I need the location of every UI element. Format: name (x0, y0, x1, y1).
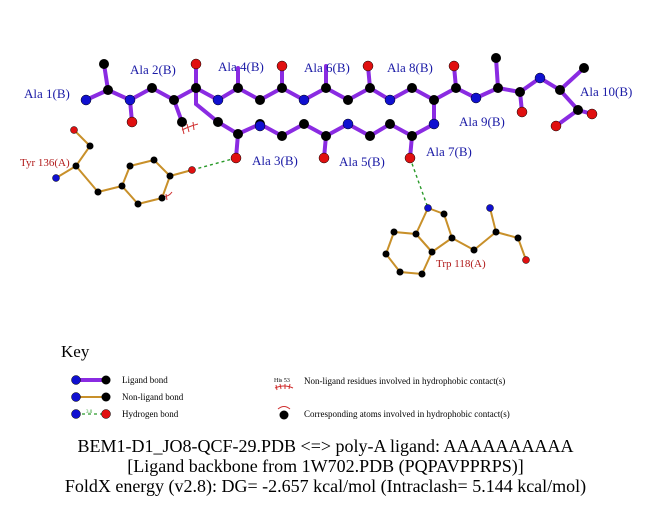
key-hydrophobic-residue-name: His 53 (274, 378, 290, 384)
label-ala9: Ala 9(B) (459, 114, 505, 129)
label-ala8: Ala 8(B) (387, 60, 433, 75)
label-ala10: Ala 10(B) (580, 84, 633, 99)
carbon-atoms (99, 53, 589, 141)
label-ala7: Ala 7(B) (426, 144, 472, 159)
hbond-ala3-tyr136 (191, 157, 237, 171)
caption-line2: [Ligand backbone from 1W702.PDB (PQPAVPP… (127, 456, 524, 476)
oxygen-atoms (70, 58, 598, 264)
key-ligand-bond-label: Ligand bond (122, 375, 168, 385)
hbond-ala7-trp118 (409, 157, 429, 209)
small-carbon-atoms (72, 142, 522, 278)
key-hydrogen-bond-label: Hydrogen bond (122, 409, 179, 419)
label-ala3: Ala 3(B) (252, 153, 298, 168)
key-hydrophobic-residue-label: Non-ligand residues involved in hydropho… (304, 376, 506, 386)
label-ala5: Ala 5(B) (339, 154, 385, 169)
label-ala4: Ala 4(B) (218, 59, 264, 74)
key-hydrophobic-atoms-label: Corresponding atoms involved in hydropho… (304, 409, 510, 419)
caption-line3: FoldX energy (v2.8): DG= -2.657 kcal/mol… (64, 476, 587, 496)
ligand-backbone (84, 75, 594, 116)
caption: BEM1-D1_JO8-QCF-29.PDB <=> poly-A ligand… (0, 436, 651, 496)
key-hbond-distance: 3.0 (86, 410, 93, 415)
label-trp118: Trp 118(A) (436, 258, 486, 270)
trp118-ring-6 (384, 230, 434, 276)
caption-line1: BEM1-D1_JO8-QCF-29.PDB <=> poly-A ligand… (77, 436, 574, 456)
nitrogen-atoms (52, 72, 546, 212)
label-ala1: Ala 1(B) (24, 86, 70, 101)
label-ala2: Ala 2(B) (130, 62, 176, 77)
key-nonligand-bond-label: Non-ligand bond (122, 392, 184, 402)
tyr136-chain (55, 129, 92, 179)
hydrogen-bonds (191, 157, 429, 209)
hydrophobic-arc-ala2 (181, 121, 199, 135)
label-tyr136: Tyr 136(A) (20, 157, 70, 169)
key-title: Key (61, 342, 90, 361)
key-symbols (71, 375, 294, 420)
label-ala6: Ala 6(B) (304, 60, 350, 75)
